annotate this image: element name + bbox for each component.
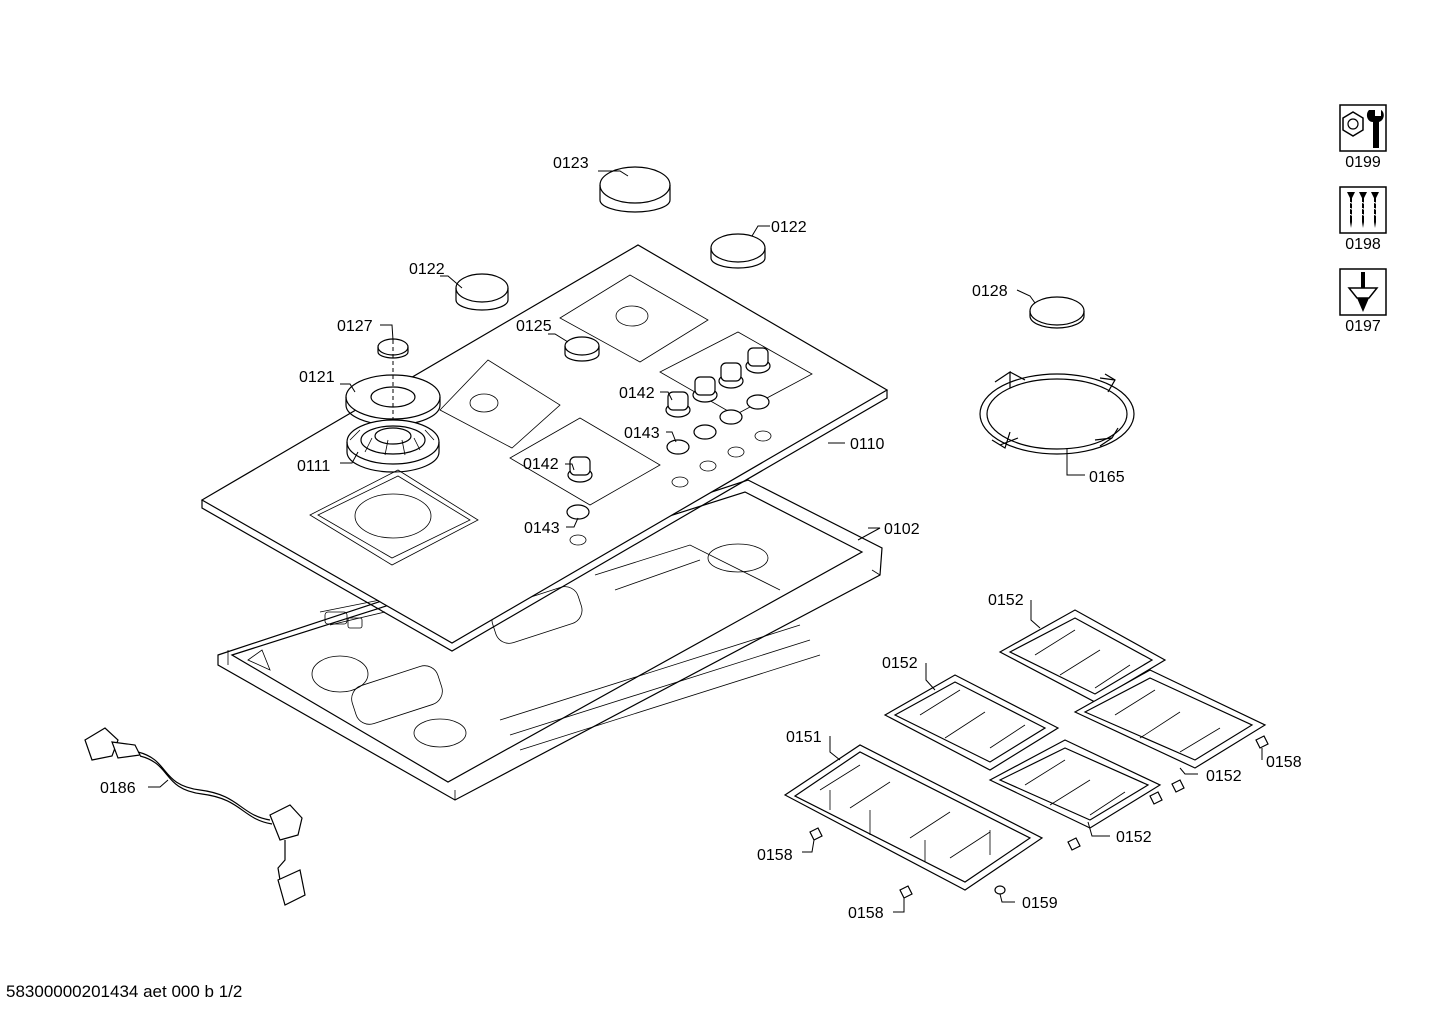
tool-0197: 0197 [1338, 268, 1388, 336]
label-0152-left: 0152 [882, 655, 918, 672]
label-0143-lower: 0143 [524, 520, 560, 537]
wok-burner [345, 340, 441, 473]
label-0152-top: 0152 [988, 592, 1024, 609]
label-0127: 0127 [337, 318, 373, 335]
label-0151: 0151 [786, 729, 822, 746]
pan-supports [783, 609, 1267, 891]
label-0158-left: 0158 [757, 847, 793, 864]
label-0123: 0123 [553, 155, 589, 172]
label-0110: 0110 [850, 436, 885, 453]
label-0128: 0128 [972, 283, 1008, 300]
tool-number-0197: 0197 [1345, 318, 1381, 335]
control-knobs [566, 347, 771, 520]
rubber-feet [809, 735, 1269, 899]
label-0122-left: 0122 [409, 261, 445, 278]
label-0159: 0159 [1022, 895, 1058, 912]
hob-top-plate [200, 244, 889, 652]
label-0158-right: 0158 [1266, 754, 1302, 771]
leader-lines [148, 170, 1263, 913]
tool-number-0199: 0199 [1345, 154, 1381, 171]
part-labels: 0123 0122 0122 0127 0125 0121 0111 0142 … [100, 155, 1302, 922]
tool-0199: 0199 [1338, 104, 1388, 172]
label-0186: 0186 [100, 780, 136, 797]
wrench-nut-icon [1339, 104, 1387, 152]
tool-number-0198: 0198 [1345, 236, 1381, 253]
label-0152-bottom: 0152 [1116, 829, 1152, 846]
label-0111: 0111 [297, 458, 330, 475]
document-footer: 58300000201434 aet 000 b 1/2 [6, 982, 243, 1001]
screws-icon [1339, 186, 1387, 234]
label-0142-lower: 0142 [523, 456, 559, 473]
screwdriver-icon [1339, 268, 1387, 316]
tool-0198: 0198 [1338, 186, 1388, 254]
label-0102: 0102 [884, 521, 920, 538]
label-0125: 0125 [516, 318, 552, 335]
burner-caps [377, 166, 766, 362]
label-0158-bottom: 0158 [848, 905, 884, 922]
mains-cable [84, 727, 306, 906]
label-0143-upper: 0143 [624, 425, 660, 442]
label-0142-upper: 0142 [619, 385, 655, 402]
label-0152-right: 0152 [1206, 768, 1242, 785]
label-0122-right: 0122 [771, 219, 807, 236]
wok-ring-parts [979, 296, 1135, 455]
label-0121: 0121 [299, 369, 335, 386]
label-0165: 0165 [1089, 469, 1125, 486]
